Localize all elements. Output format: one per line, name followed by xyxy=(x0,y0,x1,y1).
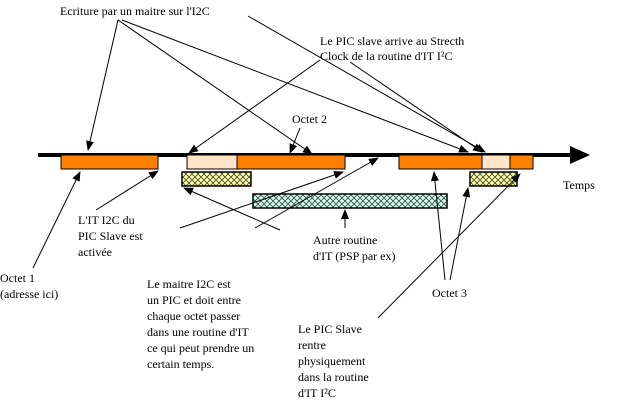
clock-stretch-2-bar xyxy=(481,154,511,170)
text-line: d'IT (PSP par ex) xyxy=(313,249,396,263)
text-line: rentre xyxy=(298,338,326,352)
slave-it-routine-1-bar xyxy=(181,171,252,187)
label-stretch-line-1: Le PIC slave arrive au Strecth xyxy=(320,34,465,48)
time-arrow-head xyxy=(570,146,590,164)
label-octet-1: Octet 1 (adresse ici) xyxy=(0,270,58,302)
label-ecriture: Ecriture par un maitre sur l'I2C xyxy=(60,4,210,18)
text-line: Le PIC Slave xyxy=(298,322,362,336)
text-line: L'IT I2C du xyxy=(78,213,135,227)
text-line: ce qui peut prendre un xyxy=(147,341,255,355)
text-line: Octet 1 xyxy=(0,271,35,285)
text-line: PIC Slave est xyxy=(78,229,143,243)
clock-stretch-1-bar xyxy=(186,154,238,170)
label-temps: Temps xyxy=(563,178,595,192)
label-octet-2: Octet 2 xyxy=(292,112,327,126)
text-line: chaque octet passer xyxy=(147,309,241,323)
text-line: dans la routine xyxy=(298,370,369,384)
text-line: dans une routine d'IT xyxy=(147,325,249,339)
byte-2-bar xyxy=(236,154,346,170)
text-line: activée xyxy=(78,245,112,259)
text-line: Autre routine xyxy=(313,233,378,247)
text-line: certain temps. xyxy=(147,357,215,371)
label-maitre: Le maitre I2C est un PIC et doit entre c… xyxy=(147,276,254,372)
label-autre-routine: Autre routine d'IT (PSP par ex) xyxy=(313,232,396,264)
text-line: un PIC et doit entre xyxy=(147,293,241,307)
label-octet-3: Octet 3 xyxy=(432,286,467,300)
byte-1-bar xyxy=(60,154,159,170)
pointer-arrows xyxy=(32,15,521,319)
text-line: Le maitre I2C est xyxy=(147,277,231,291)
label-slave-rentre: Le PIC Slave rentre physiquement dans la… xyxy=(298,321,369,401)
text-line: physiquement xyxy=(298,354,366,368)
text-line: d'IT I²C xyxy=(298,386,336,400)
byte-3-bar xyxy=(398,154,483,170)
label-it-active: L'IT I2C du PIC Slave est activée xyxy=(78,212,143,260)
byte-3-end-bar xyxy=(509,154,534,170)
label-stretch-line-2: Clock de la routine d'IT I²C xyxy=(320,49,453,63)
other-it-routine-bar xyxy=(252,193,448,209)
text-line: (adresse ici) xyxy=(0,287,59,301)
